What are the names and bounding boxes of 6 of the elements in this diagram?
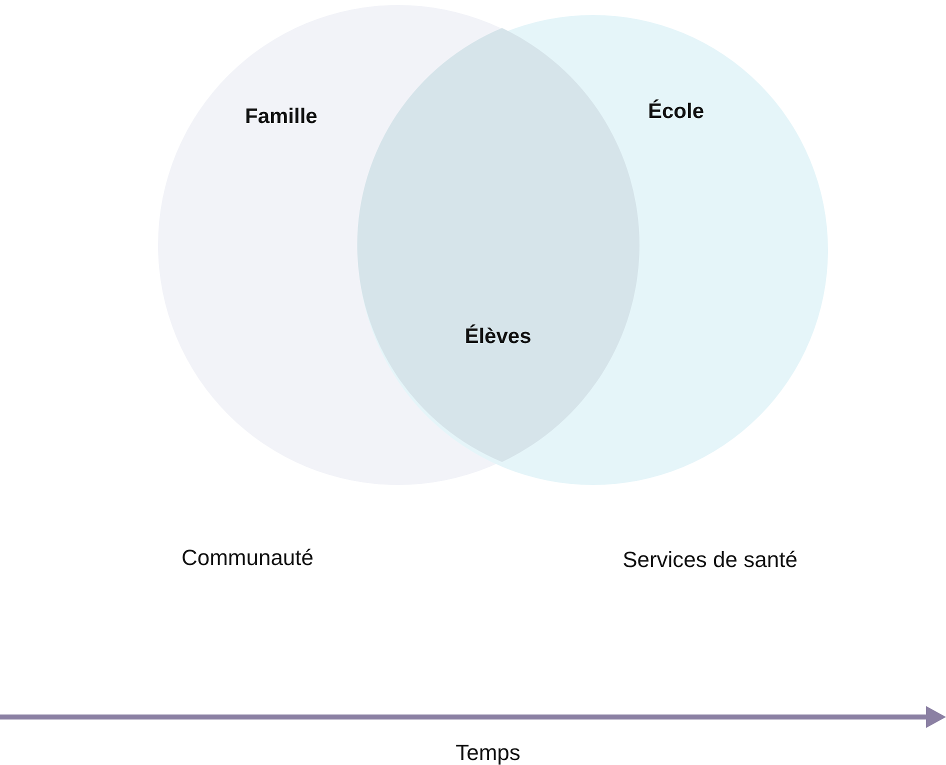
region-label: Famille	[245, 105, 318, 129]
region-label: Élèves	[464, 325, 532, 349]
category-label: Services de santé	[622, 546, 798, 574]
region-label: École	[648, 100, 704, 124]
category-label: Communauté	[180, 544, 315, 572]
axis-label: Temps	[454, 739, 522, 765]
